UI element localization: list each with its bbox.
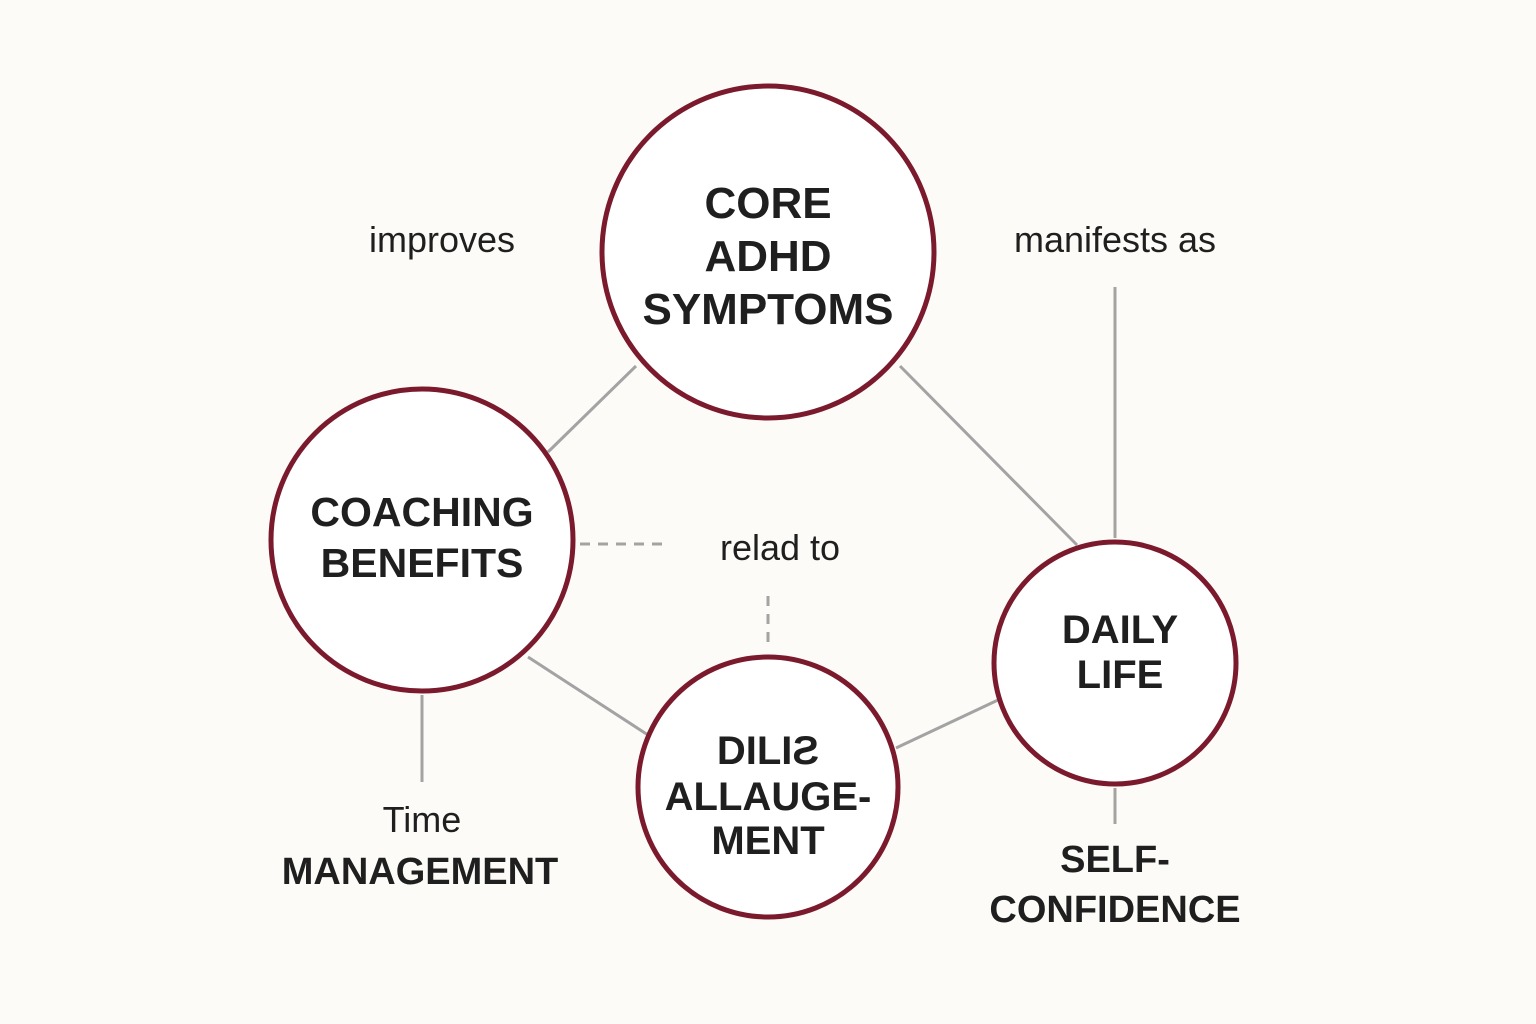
node-core-adhd-symptoms: CORE ADHD SYMPTOMS <box>599 83 937 421</box>
leaf-confidence-line-1: SELF- <box>1060 839 1170 881</box>
leaf-time-line-2: MANAGEMENT <box>282 851 559 893</box>
edge-coaching-center <box>527 655 649 737</box>
node-core-line-1: CORE <box>704 179 831 228</box>
node-coaching-circle <box>268 386 576 694</box>
node-coaching-line-2: BENEFITS <box>321 540 524 586</box>
edge-core-coaching <box>546 364 638 454</box>
leaf-self-confidence: SELF- CONFIDENCE <box>989 839 1240 931</box>
node-center-line-1: DILIƧ <box>717 729 819 773</box>
node-center-line-2: ALLAUGE- <box>665 775 872 819</box>
node-daily-line-2: LIFE <box>1077 653 1164 697</box>
edge-center-daily <box>895 698 999 750</box>
node-center: DILIƧ ALLAUGE- MENT <box>635 654 901 920</box>
node-core-line-3: SYMPTOMS <box>642 285 893 334</box>
node-daily-line-1: DAILY <box>1062 608 1179 652</box>
edge-label-improves: improves <box>369 219 515 260</box>
node-daily-life: DAILY LIFE <box>991 539 1239 787</box>
node-center-circle <box>635 654 901 920</box>
edge-core-daily <box>898 364 1079 547</box>
node-daily-circle <box>991 539 1239 787</box>
node-center-line-3: MENT <box>711 819 824 863</box>
edge-label-manifests-as: manifests as <box>1014 219 1216 260</box>
edge-label-relad-to: relad to <box>720 527 840 568</box>
node-coaching-line-1: COACHING <box>310 489 533 535</box>
leaf-time-line-1: Time <box>383 799 462 840</box>
node-core-line-2: ADHD <box>704 232 831 281</box>
node-core-circle <box>599 83 937 421</box>
leaf-time-management: Time MANAGEMENT <box>282 799 559 893</box>
node-coaching-benefits: COACHING BENEFITS <box>268 386 576 694</box>
leaf-confidence-line-2: CONFIDENCE <box>989 889 1240 931</box>
